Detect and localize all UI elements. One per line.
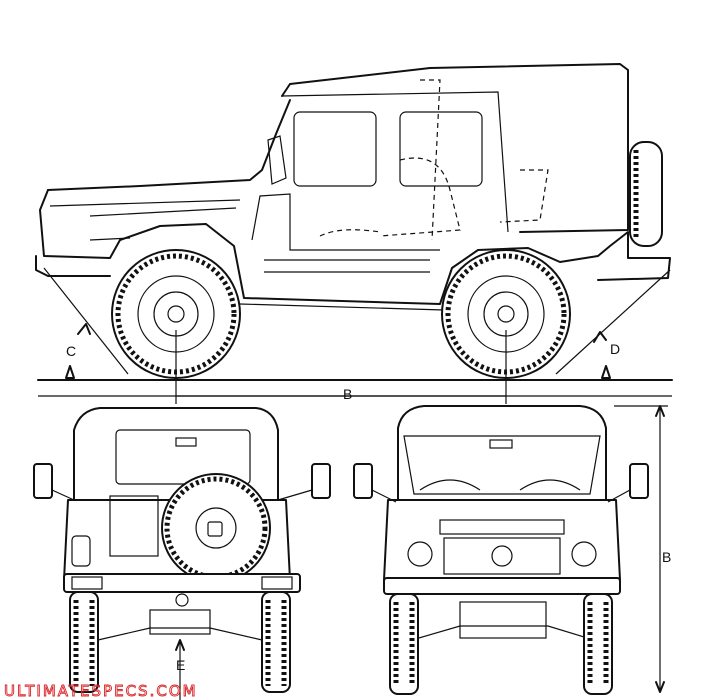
- rear-right-mirror-arm: [277, 489, 313, 501]
- rear-view-left-tread: [73, 600, 95, 686]
- right-headlight: [571, 541, 597, 567]
- hood-edge: [439, 519, 565, 535]
- rear-right-reflector: [261, 576, 293, 590]
- front-grille: [443, 537, 561, 575]
- front-view: B: [353, 405, 671, 695]
- front-bumper: [35, 255, 111, 277]
- rear-view-right-tread: [265, 600, 287, 686]
- seat-dashed: [379, 157, 461, 237]
- rear-window: [399, 111, 483, 187]
- hood-crease: [49, 199, 241, 207]
- floor-dashed: [319, 229, 381, 237]
- front-left-mirror: [353, 463, 373, 499]
- front-axle: [411, 625, 595, 641]
- front-wheel: [111, 249, 241, 379]
- rear-light-small: [175, 437, 197, 447]
- rear-axle: [97, 627, 263, 641]
- front-soft-top: [397, 405, 607, 501]
- windshield: [403, 435, 601, 495]
- soft-top: [281, 63, 629, 233]
- front-bumper-front-view: [383, 577, 621, 595]
- skid-plate: [459, 601, 547, 639]
- soft-top-edge: [281, 91, 509, 233]
- vw-emblem: [491, 545, 513, 567]
- rear-seat-dashed: [499, 169, 549, 223]
- label-c: C: [66, 343, 76, 359]
- height-arrow-top: [655, 405, 665, 417]
- front-view-left-tread: [393, 602, 415, 686]
- d-arrow-lower: [601, 365, 611, 379]
- roll-bar-dashed: [420, 79, 441, 241]
- front-view-right-tread: [587, 602, 609, 686]
- front-door-window: [293, 111, 377, 187]
- door-outline: [251, 193, 440, 251]
- c-arrow-upper: [77, 323, 91, 335]
- rear-differential: [149, 609, 211, 635]
- front-right-mirror: [629, 463, 649, 499]
- side-mirror: [267, 135, 287, 185]
- side-body-outline: [39, 189, 671, 305]
- c-arrow-lower: [65, 365, 75, 379]
- wipers: [419, 479, 581, 491]
- label-d: D: [610, 341, 620, 357]
- rear-left-mirror: [33, 463, 53, 499]
- e-arrow-upper: [175, 639, 185, 651]
- rear-soft-top: [73, 407, 279, 501]
- left-headlight: [407, 541, 433, 567]
- label-b-side: B: [343, 386, 352, 402]
- rearview-mirror: [489, 439, 513, 449]
- d-arrow-upper: [593, 331, 607, 343]
- jerry-can: [109, 495, 159, 557]
- side-view: C D B: [35, 63, 673, 404]
- rear-right-mirror: [311, 463, 331, 499]
- fender-strip-1: [89, 207, 237, 217]
- label-e: E: [176, 657, 185, 673]
- fender-strip-2: [89, 237, 131, 241]
- rear-spare-tire: [161, 473, 271, 583]
- rear-left-mirror-arm: [51, 489, 75, 501]
- front-body: [383, 499, 621, 581]
- height-arrow-bottom: [655, 681, 665, 693]
- watermark: ULTIMATESPECS.COM: [4, 682, 198, 700]
- chassis-rail: [239, 303, 445, 311]
- label-b-height: B: [662, 549, 671, 565]
- tow-hitch: [175, 593, 189, 607]
- hood-and-windshield: [47, 99, 291, 191]
- departure-angle-line: [555, 269, 671, 375]
- rear-left-lamp: [71, 535, 91, 567]
- rear-left-reflector: [71, 576, 103, 590]
- rear-bumper: [63, 573, 301, 593]
- rear-view: E: [33, 407, 331, 700]
- approach-angle-line: [43, 267, 129, 375]
